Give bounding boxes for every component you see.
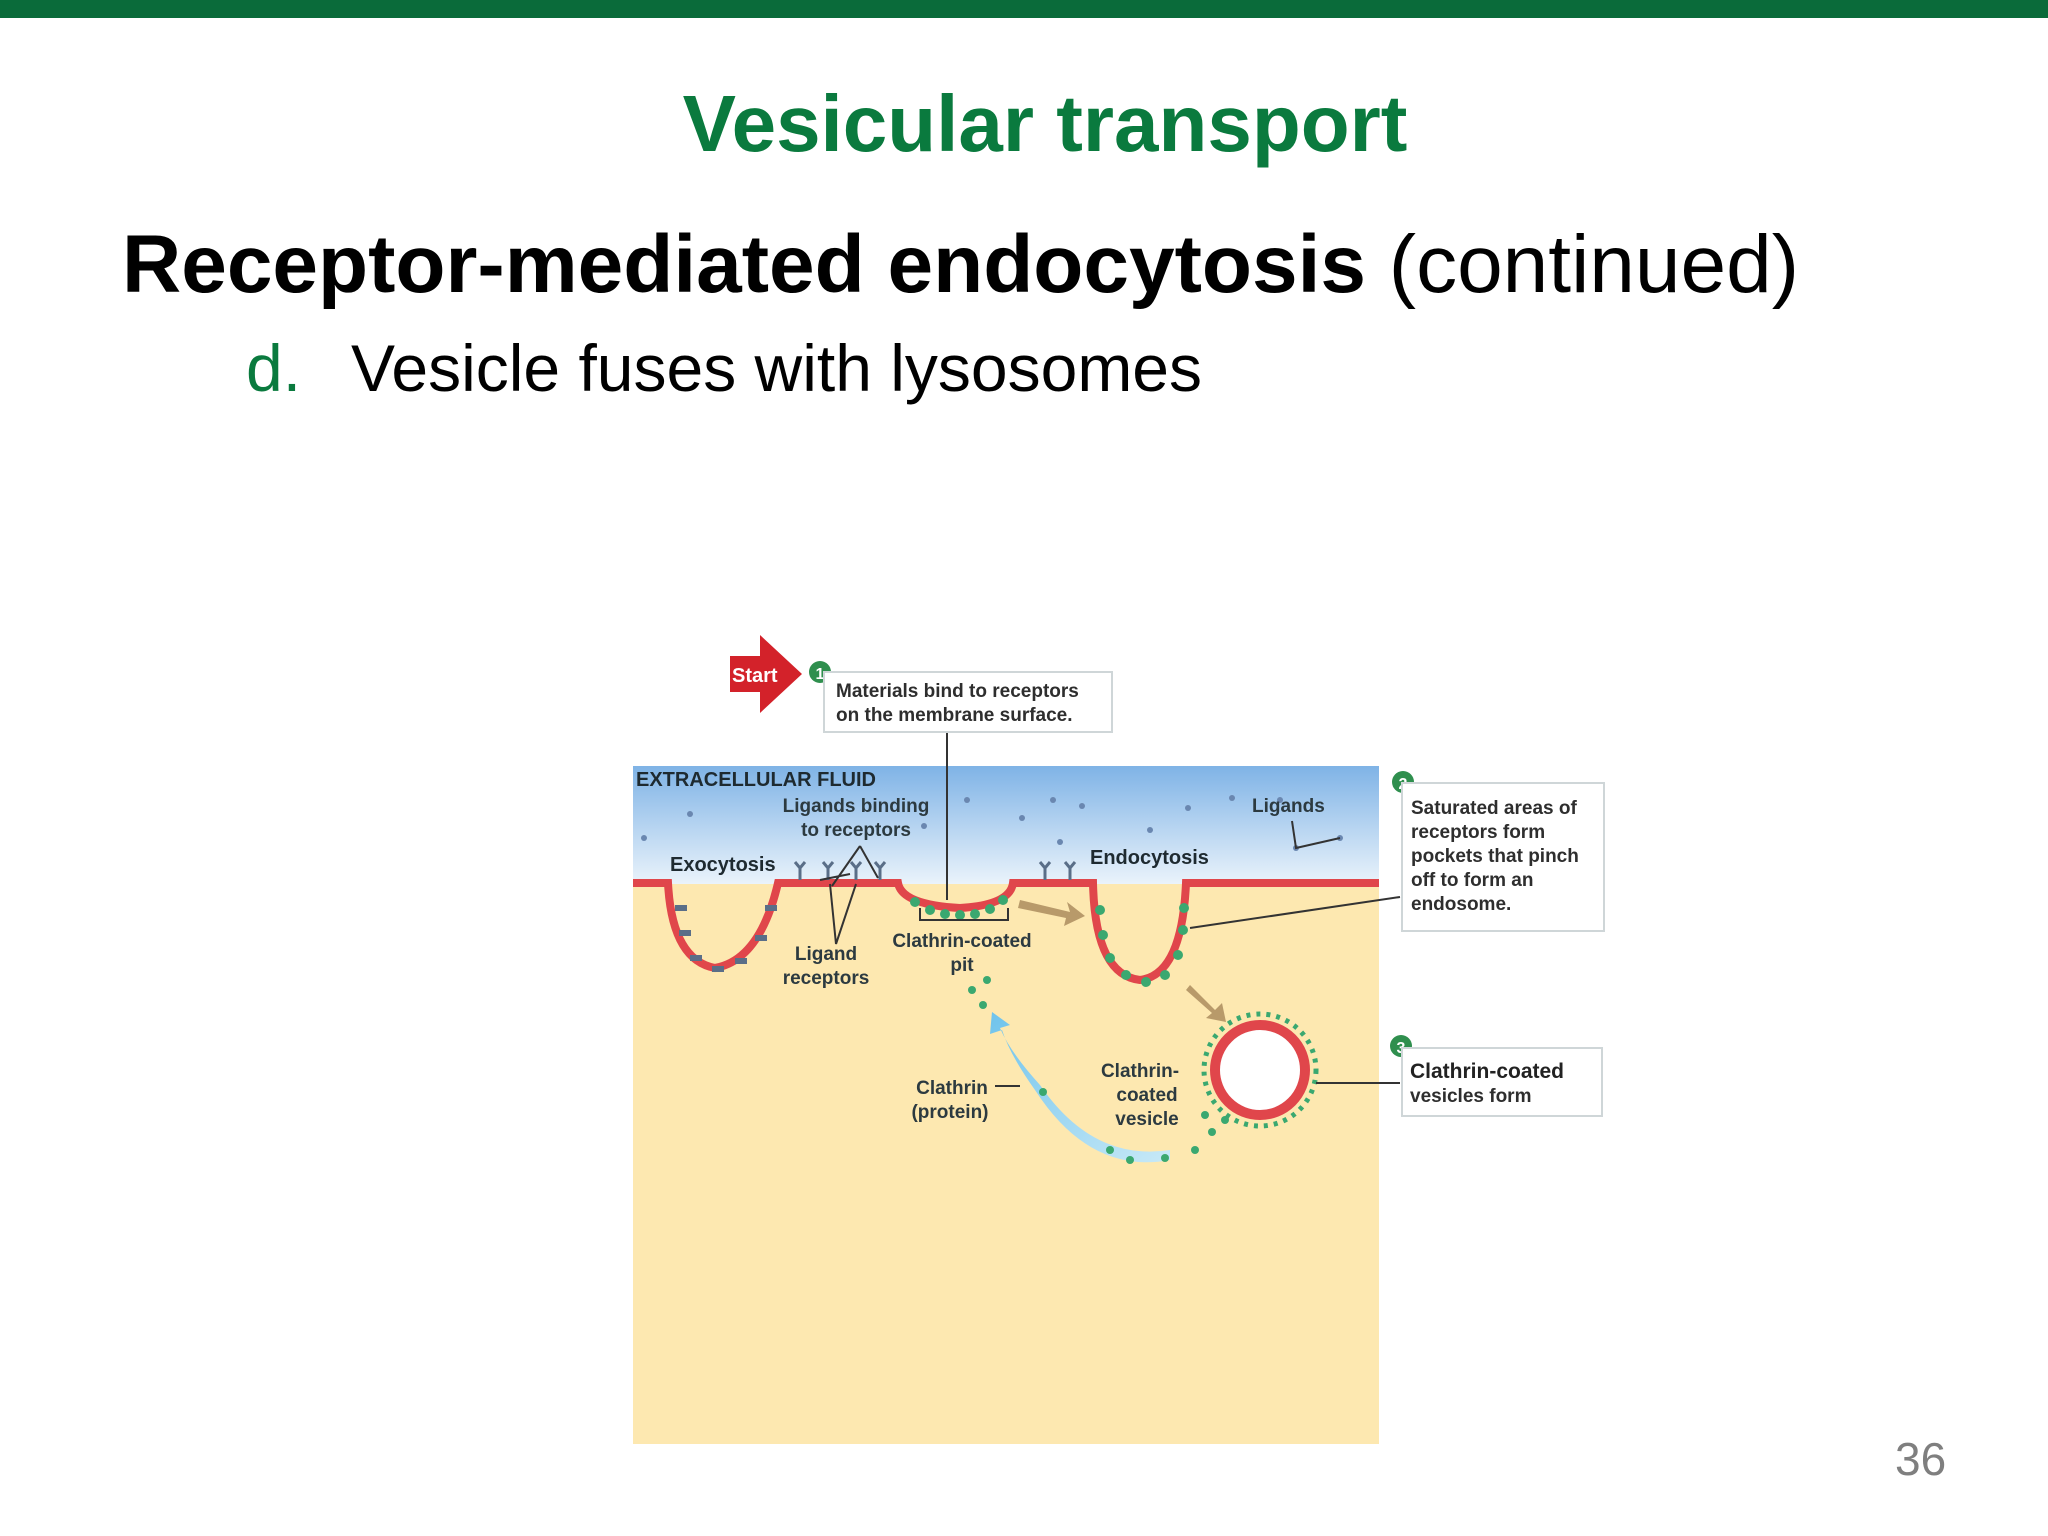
top-accent-bar <box>0 0 2048 18</box>
step-2-box <box>1401 782 1605 932</box>
label-clathrin-pit-line-1: Clathrin-coated <box>892 931 1031 952</box>
ligand-particles <box>641 795 1343 851</box>
leader-lines <box>819 732 1401 1087</box>
label-ligand-receptors-line-2: receptors <box>783 968 870 989</box>
step-2-caption-line-1: Saturated areas of <box>1411 798 1577 819</box>
start-arrow: Start <box>730 635 802 713</box>
label-ligand-receptors-line-1: Ligand <box>795 944 857 965</box>
label-clathrin-pit-line-2: pit <box>950 955 974 976</box>
heading-rest: (continued) <box>1365 219 1800 310</box>
start-label: Start <box>732 665 778 687</box>
step-1-caption-line-2: on the membrane surface. <box>836 705 1073 726</box>
page-number: 36 <box>1895 1433 1947 1485</box>
process-arrows <box>1018 900 1226 1022</box>
step-3-box <box>1401 1047 1603 1117</box>
step-2-caption-line-2: receptors form <box>1411 822 1545 843</box>
label-ligands: Ligands <box>1252 796 1325 817</box>
step-1-number: 1 <box>816 666 825 683</box>
clathrin-coated-vesicle <box>1201 1011 1319 1129</box>
label-clathrin-vesicle-line-1: Clathrin- <box>1101 1061 1179 1082</box>
label-extracellular-fluid: EXTRACELLULAR FLUID <box>636 769 876 791</box>
clathrin-pit-coat <box>910 895 1008 920</box>
label-clathrin-vesicle-line-2: coated <box>1116 1085 1177 1106</box>
slide-heading: Receptor-mediated endocytosis (continued… <box>122 218 1799 312</box>
label-clathrin-protein-line-2: (protein) <box>911 1102 988 1123</box>
label-ligands-binding-line-2: to receptors <box>801 820 911 841</box>
step-3: 3 Clathrin-coated vesicles form <box>1390 1035 1603 1117</box>
step-1: 1 Materials bind to receptors on the mem… <box>809 661 1113 733</box>
label-endocytosis: Endocytosis <box>1090 847 1209 869</box>
heading-bold: Receptor-mediated endocytosis <box>122 219 1366 310</box>
exocytosis-receptors <box>675 905 777 972</box>
step-3-caption-line-2: vesicles form <box>1410 1086 1531 1107</box>
step-2: 2 Saturated areas of receptors form pock… <box>1392 771 1605 932</box>
bullet-marker: d. <box>246 331 302 405</box>
step-2-caption-line-4: off to form an <box>1411 870 1533 891</box>
step-1-box <box>823 671 1113 733</box>
label-ligands-binding-line-1: Ligands binding <box>783 796 930 817</box>
step-2-caption-line-3: pockets that pinch <box>1411 846 1579 867</box>
extracellular-fluid-region <box>633 766 1379 884</box>
clathrin-recycle-arrow <box>990 1012 1170 1163</box>
label-clathrin-protein-line-1: Clathrin <box>916 1078 988 1099</box>
label-exocytosis: Exocytosis <box>670 854 776 876</box>
step-2-caption-line-5: endosome. <box>1411 894 1511 915</box>
bullet-item: d. Vesicle fuses with lysosomes <box>246 330 1202 406</box>
step-3-caption-line-1: Clathrin-coated <box>1410 1060 1564 1083</box>
slide-title: Vesicular transport <box>682 79 1408 168</box>
bullet-text: Vesicle fuses with lysosomes <box>351 331 1203 405</box>
cytoplasm-region <box>633 884 1379 1444</box>
endocytosis-pocket-coat <box>1095 903 1189 987</box>
free-clathrin-dots <box>968 976 1229 1164</box>
step-1-caption-line-1: Materials bind to receptors <box>836 681 1079 702</box>
label-clathrin-vesicle-line-3: vesicle <box>1115 1109 1178 1130</box>
